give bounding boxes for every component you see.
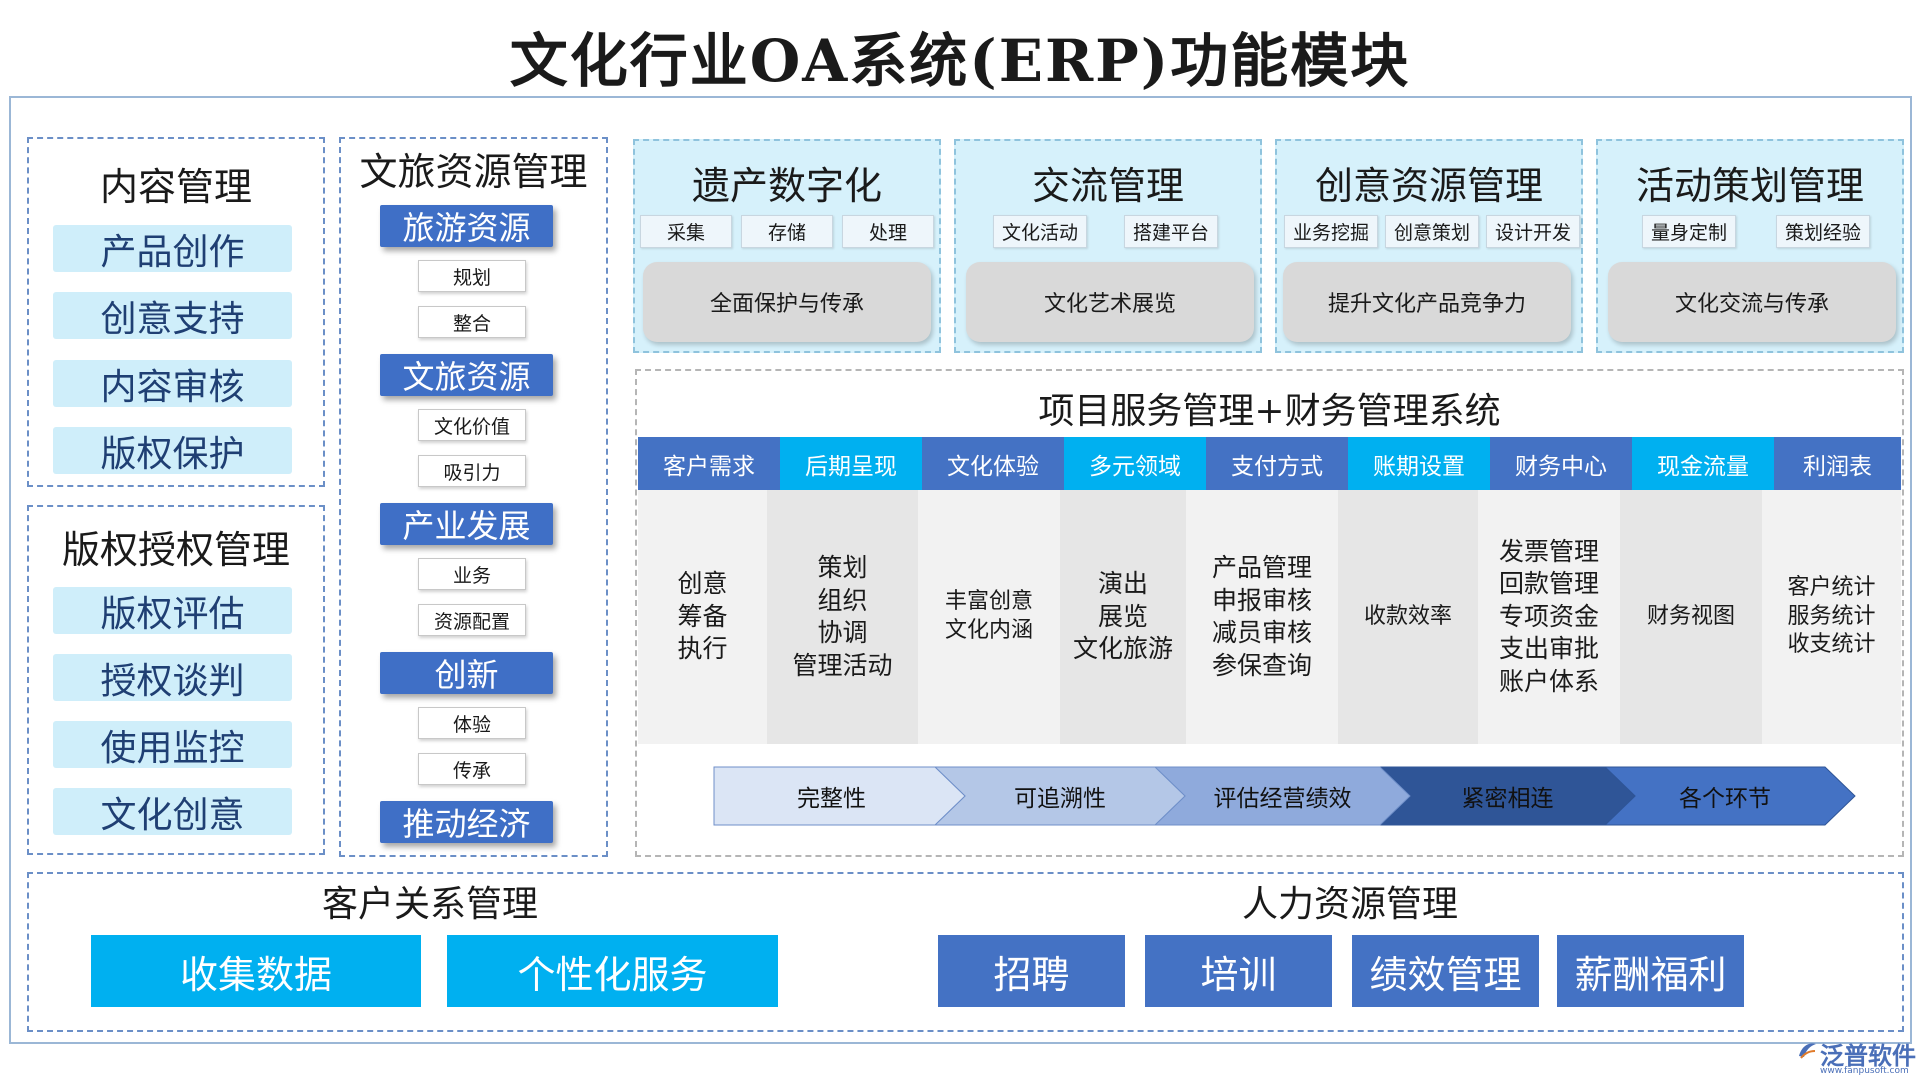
system-head-0[interactable]: 客户需求 [638,437,780,490]
tourism-panel [339,137,608,857]
system-body-4: 产品管理 申报审核 减员审核 参保查询 [1186,490,1338,744]
module-1-tag-1[interactable]: 搭建平台 [1124,215,1218,248]
content-item-2[interactable]: 内容审核 [53,360,292,408]
system-body-7: 财务视图 [1620,490,1762,744]
content-item-0[interactable]: 产品创作 [53,225,292,273]
content-item-3[interactable]: 版权保护 [53,427,292,475]
system-head-1[interactable]: 后期呈现 [780,437,922,490]
copyright-panel [27,505,325,855]
module-0-box[interactable]: 全面保护与传承 [643,262,931,342]
logo-mark-icon [1799,1043,1816,1059]
module-1-tag-0[interactable]: 文化活动 [993,215,1087,248]
crm-item-0[interactable]: 收集数据 [91,935,421,1007]
content-mgmt-title: 内容管理 [99,164,252,209]
copyright-item-3[interactable]: 文化创意 [53,788,292,836]
bottom-panel [27,872,1904,1032]
tourism-group-3-sub-0[interactable]: 体验 [418,707,526,739]
outer-frame [9,96,1912,1044]
module-3-tag-0[interactable]: 量身定制 [1642,215,1736,248]
module-3-tag-1[interactable]: 策划经验 [1776,215,1870,248]
module-2-tag-1[interactable]: 创意策划 [1385,215,1479,248]
tourism-final-head[interactable]: 推动经济 [380,801,553,843]
tourism-group-2-sub-1[interactable]: 资源配置 [418,604,526,636]
system-body-1: 策划 组织 协调 管理活动 [767,490,918,744]
system-body-2: 丰富创意 文化内涵 [918,490,1060,744]
arrow-label-0: 完整性 [797,786,866,812]
copyright-item-2[interactable]: 使用监控 [53,721,292,769]
arrow-label-3: 紧密相连 [1461,786,1554,812]
content-mgmt-panel [27,137,325,487]
copyright-title: 版权授权管理 [61,527,290,572]
crm-title: 客户关系管理 [321,884,538,925]
system-panel [635,369,1904,857]
module-2-box[interactable]: 提升文化产品竞争力 [1283,262,1571,342]
tourism-group-3-head[interactable]: 创新 [380,652,553,694]
system-head-4[interactable]: 支付方式 [1206,437,1348,490]
arrow-label-1: 可追溯性 [1014,786,1106,812]
tourism-group-0-head[interactable]: 旅游资源 [380,205,553,247]
content-item-1[interactable]: 创意支持 [53,292,292,340]
tourism-group-0-sub-0[interactable]: 规划 [418,260,526,292]
module-0-tag-2[interactable]: 处理 [842,215,934,248]
hr-item-0[interactable]: 招聘 [938,935,1125,1007]
module-0-title: 遗产数字化 [691,163,882,208]
module-2-tag-0[interactable]: 业务挖掘 [1284,215,1378,248]
copyright-item-1[interactable]: 授权谈判 [53,654,292,702]
hr-item-2[interactable]: 绩效管理 [1352,935,1539,1007]
system-title: 项目服务管理+财务管理系统 [1038,391,1501,432]
brand-logo: 泛普软件 www.fanpusoft.com [1796,1036,1916,1078]
tourism-group-2-sub-0[interactable]: 业务 [418,558,526,590]
module-3-title: 活动策划管理 [1635,163,1864,208]
copyright-item-0[interactable]: 版权评估 [53,587,292,635]
tourism-title: 文旅资源管理 [359,149,588,194]
crm-item-1[interactable]: 个性化服务 [447,935,778,1007]
tourism-group-3-sub-1[interactable]: 传承 [418,753,526,785]
arrow-flow [713,766,1856,826]
logo-text: 泛普软件 [1820,1042,1916,1070]
logo-url: www.fanpusoft.com [1820,1066,1909,1076]
hr-title: 人力资源管理 [1241,884,1458,925]
system-body-8: 客户统计 服务统计 收支统计 [1762,490,1901,744]
module-0-tag-1[interactable]: 存储 [741,215,833,248]
system-head-6[interactable]: 财务中心 [1490,437,1632,490]
system-body-3: 演出 展览 文化旅游 [1060,490,1186,744]
arrow-label-2: 评估经营绩效 [1213,786,1352,812]
system-body-0: 创意 筹备 执行 [638,490,767,744]
module-2-title: 创意资源管理 [1314,163,1543,208]
module-0-tag-0[interactable]: 采集 [640,215,732,248]
page-title: 文化行业OA系统(ERP)功能模块 [509,27,1411,95]
system-body-6: 发票管理 回款管理 专项资金 支出审批 账户体系 [1478,490,1620,744]
system-head-7[interactable]: 现金流量 [1632,437,1774,490]
module-2-tag-2[interactable]: 设计开发 [1486,215,1580,248]
system-head-8[interactable]: 利润表 [1774,437,1901,490]
hr-item-3[interactable]: 薪酬福利 [1557,935,1744,1007]
module-1-title: 交流管理 [1031,163,1184,208]
arrow-segment-1 [713,766,966,826]
system-head-5[interactable]: 账期设置 [1348,437,1490,490]
system-body-5: 收款效率 [1338,490,1478,744]
system-head-2[interactable]: 文化体验 [922,437,1064,490]
hr-item-1[interactable]: 培训 [1145,935,1332,1007]
tourism-group-0-sub-1[interactable]: 整合 [418,306,526,338]
arrow-label-4: 各个环节 [1679,786,1771,812]
system-head-3[interactable]: 多元领域 [1064,437,1206,490]
tourism-group-2-head[interactable]: 产业发展 [380,503,553,545]
module-1-box[interactable]: 文化艺术展览 [966,262,1254,342]
tourism-group-1-sub-1[interactable]: 吸引力 [418,455,526,487]
tourism-group-1-head[interactable]: 文旅资源 [380,354,553,396]
tourism-group-1-sub-0[interactable]: 文化价值 [418,409,526,441]
module-3-box[interactable]: 文化交流与传承 [1608,262,1896,342]
